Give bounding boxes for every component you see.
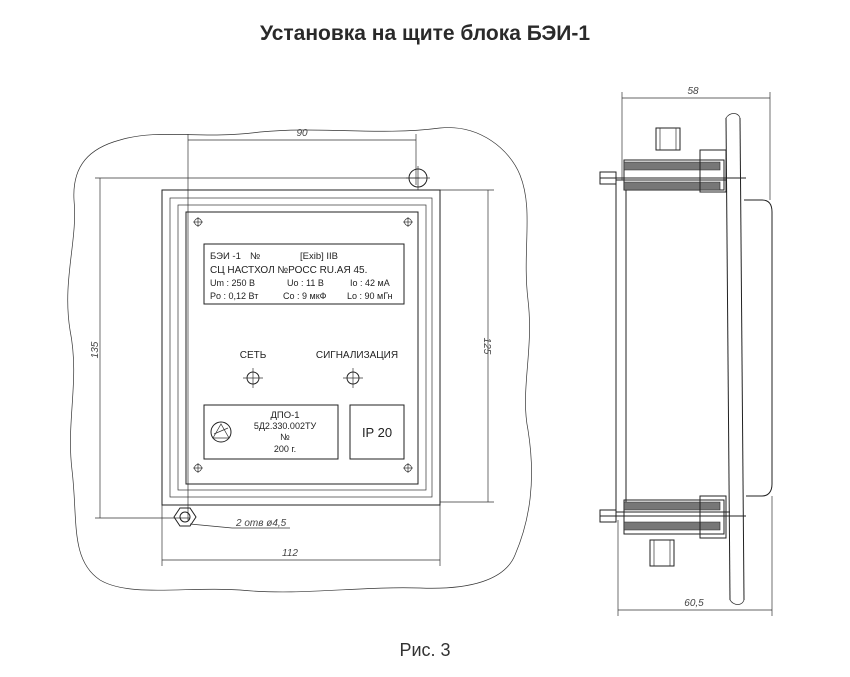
plate-ex: [Exib] IIB [300, 251, 338, 262]
signal-indicator-icon [343, 368, 363, 388]
plate-uo: Uo : 11 В [287, 278, 324, 288]
maker-spec: 5Д2.330.002ТУ [254, 421, 317, 431]
device-front [185, 211, 419, 485]
maker-name: ДПО-1 [270, 410, 299, 421]
plate-co: Co : 9 мкФ [283, 291, 327, 301]
plate-po: Po : 0,12 Вт [210, 291, 258, 301]
dim-top-90: 90 [187, 128, 417, 520]
mount-hole-top [406, 166, 430, 190]
dim-left-135: 135 [90, 177, 420, 519]
plate-io: Io : 42 мА [350, 278, 390, 288]
plate-lo: Lo : 90 мГн [347, 291, 393, 301]
maker-no: № [280, 432, 290, 442]
side-top-label: 58 [687, 86, 699, 97]
dim-top-label: 90 [296, 128, 308, 139]
dim-bottom-112: 112 [161, 505, 441, 566]
dim-holes: 2 отв ø4,5 [189, 518, 290, 529]
ip-label: IP 20 [362, 425, 392, 440]
side-bottom-label: 60,5 [684, 598, 704, 609]
net-indicator-icon [243, 368, 263, 388]
device-frame-outer [161, 189, 441, 506]
ip-plate [349, 404, 405, 460]
maker-year: 200 г. [274, 444, 296, 454]
dim-right-125: 125 [440, 189, 494, 503]
panel-outline [67, 127, 532, 593]
net-label: СЕТЬ [240, 350, 267, 361]
maker-plate [203, 404, 339, 460]
holes-label: 2 отв ø4,5 [235, 518, 287, 529]
plate-no: № [250, 251, 260, 262]
mount-hole-bottom [173, 507, 197, 527]
side-view: 58 60,5 [599, 86, 773, 616]
plate-cert: СЦ НАСТХОЛ №РОСС RU.АЯ 45. [210, 265, 367, 276]
signal-label: СИГНАЛИЗАЦИЯ [316, 350, 398, 361]
corner-screws [193, 217, 413, 473]
dim-bottom-label: 112 [282, 548, 298, 559]
dim-right-label: 125 [481, 338, 492, 355]
plate-um: Um : 250 В [210, 278, 255, 288]
figure-caption: Рис. 3 [399, 640, 451, 660]
rating-plate [203, 243, 405, 305]
plate-name: БЭИ -1 [210, 251, 241, 262]
maker-logo-icon [210, 421, 232, 443]
device-frame-inner [177, 204, 427, 491]
device-frame-mid [169, 197, 433, 498]
page-title: Установка на щите блока БЭИ-1 [259, 22, 591, 45]
dim-left-label: 135 [90, 341, 101, 358]
